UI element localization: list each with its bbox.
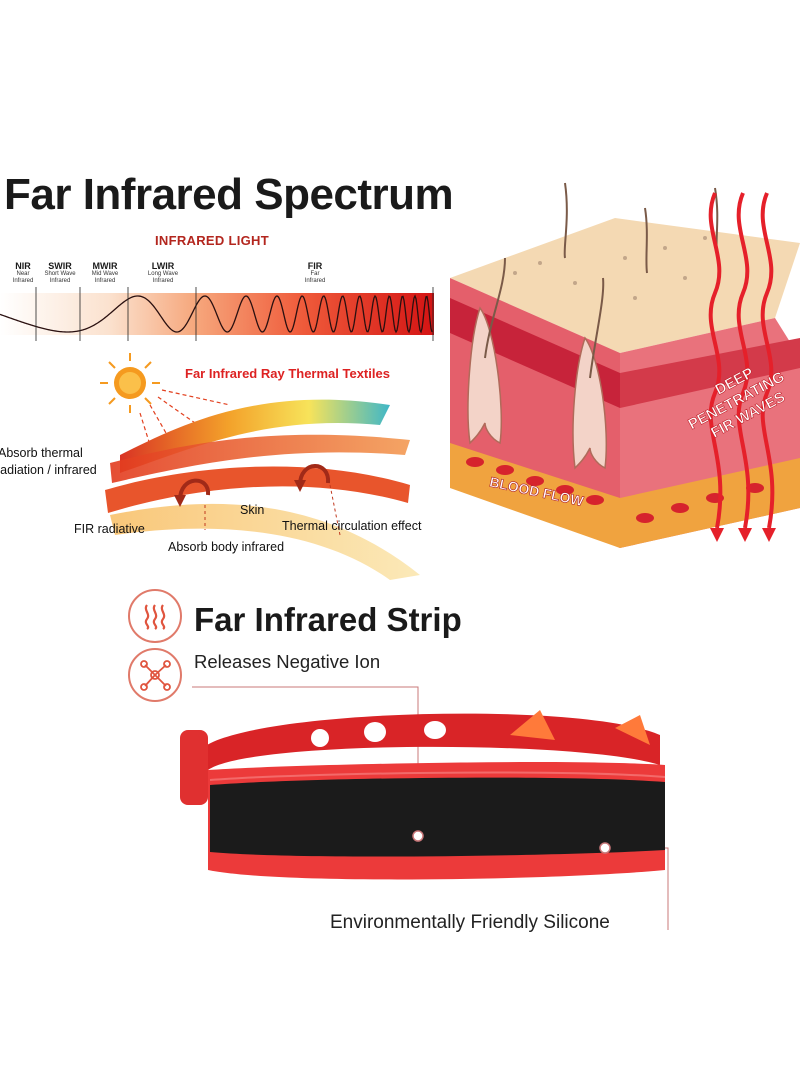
thermal-circulation-label: Thermal circulation effect: [282, 519, 422, 533]
band-nir: NIR Near Infrared: [6, 261, 40, 284]
band-full: Mid Wave: [91, 271, 119, 278]
band-abbr: LWIR: [151, 261, 175, 271]
band-full: Infrared: [304, 277, 326, 284]
textiles-title: Far Infrared Ray Thermal Textiles: [185, 366, 390, 381]
band-full: Far: [310, 271, 320, 278]
band-swir: SWIR Short Wave Infrared: [38, 261, 82, 284]
absorb-body-label: Absorb body infrared: [168, 540, 285, 554]
band-full: Short Wave: [44, 271, 76, 278]
absorb-thermal-label-2: radiation / infrared: [0, 463, 97, 477]
heat-waves-icon: [128, 589, 182, 643]
band-full: Infrared: [94, 277, 116, 284]
molecule-icon: [128, 648, 182, 702]
far-infrared-strip-label: Far Infrared Strip: [194, 601, 462, 638]
skin-label: Skin: [240, 503, 265, 517]
absorb-thermal-label: Absorb thermal: [0, 446, 83, 460]
band-full: Near: [16, 271, 30, 278]
band-abbr: SWIR: [48, 261, 72, 271]
silicone-label: Environmentally Friendly Silicone: [330, 912, 610, 933]
fir-radiative-label: FIR radiative: [74, 522, 145, 536]
band-mwir: MWIR Mid Wave Infrared: [84, 261, 126, 284]
sun-icon: [100, 353, 160, 413]
skin-diagram: DEEP PENETRATING FIR WAVES BLOOD FLOW: [450, 182, 800, 548]
band-abbr: FIR: [307, 261, 323, 271]
band-full: Infrared: [152, 277, 174, 284]
band-full: Long Wave: [147, 271, 179, 278]
band-fir: FIR Far Infrared: [295, 261, 335, 284]
band-abbr: MWIR: [92, 261, 118, 271]
infrared-light-label: INFRARED LIGHT: [155, 233, 269, 248]
bracelet-image: [180, 686, 669, 930]
band-abbr: NIR: [15, 261, 31, 271]
page-title: Far Infrared Spectrum: [4, 170, 454, 219]
band-lwir: LWIR Long Wave Infrared: [140, 261, 186, 284]
spectrum-strip: [0, 287, 434, 341]
negative-ion-label: Releases Negative Ion: [194, 651, 381, 672]
textiles-diagram: [100, 353, 420, 580]
band-full: Infrared: [12, 277, 34, 284]
band-full: Infrared: [49, 277, 71, 284]
spectrum-wave: [0, 294, 433, 334]
